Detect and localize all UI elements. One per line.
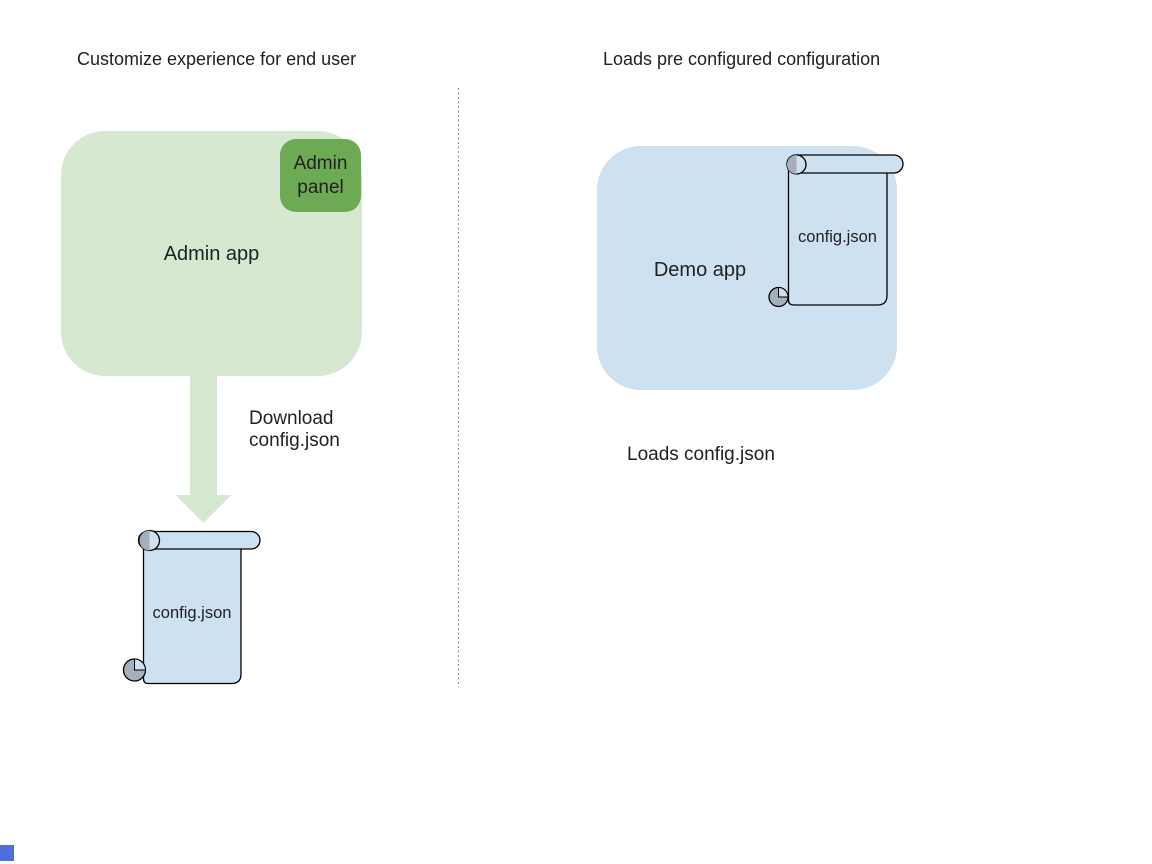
scroll-bottom-curl-notch (134, 658, 147, 671)
config-scroll-right (768, 154, 904, 308)
download-caption: Download config.json (249, 408, 340, 451)
scroll-top-curl-shade (139, 530, 150, 551)
scroll-bottom-curl-notch (778, 286, 789, 298)
download-arrow (175, 375, 232, 523)
config-scroll-left (122, 529, 261, 685)
section-divider (458, 88, 459, 687)
download-arrow-shape (175, 375, 232, 523)
right-section-title: Loads pre configured configuration (603, 49, 881, 69)
loads-caption: Loads config.json (627, 444, 775, 465)
config-file-label-right: config.json (798, 228, 877, 246)
config-file-label-left: config.json (152, 604, 232, 622)
admin-app-label: Admin app (163, 243, 260, 265)
scroll-top-curl-shade (787, 155, 797, 174)
scroll-top-bar (137, 530, 261, 550)
scroll-body (142, 539, 242, 685)
admin-panel-box: Admin panel (280, 139, 361, 212)
left-section-title: Customize experience for end user (77, 49, 357, 69)
scroll-body (787, 163, 888, 306)
admin-panel-label: Admin panel (293, 152, 348, 198)
blue-marker (0, 845, 14, 861)
demo-app-label: Demo app (653, 259, 747, 281)
